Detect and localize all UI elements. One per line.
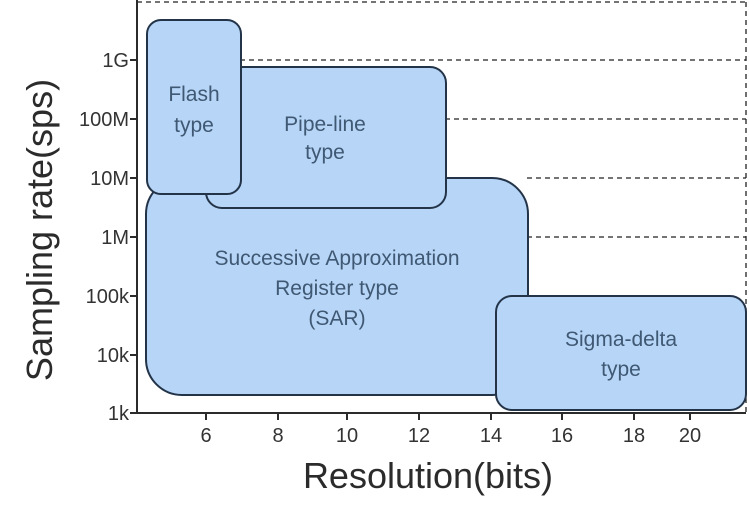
region-sar: Successive Approximation Register type (… <box>145 177 529 396</box>
x-tick-marks <box>205 413 691 420</box>
region-flash: Flash type <box>146 19 242 195</box>
region-sigma-delta: Sigma-delta type <box>495 295 747 411</box>
grid-lines <box>137 1 747 412</box>
y-tick-label: 100k <box>86 286 130 308</box>
y-tick-labels: 1G 100M 10M 1M 100k 10k 1k <box>79 50 130 425</box>
region-sar-label-line3: (SAR) <box>308 307 365 330</box>
x-tick-label: 12 <box>408 425 430 447</box>
region-sigma-box <box>495 295 747 411</box>
region-pipeline-label-line1: Pipe-line <box>284 113 366 136</box>
y-tick-label: 10M <box>90 168 129 190</box>
x-tick-label: 18 <box>623 425 645 447</box>
region-pipeline-label-line2: type <box>305 141 345 164</box>
region-sar-label-line1: Successive Approximation <box>214 247 459 270</box>
region-flash-label-line2: type <box>174 114 214 137</box>
x-tick-label: 20 <box>679 425 701 447</box>
x-tick-label: 6 <box>200 425 211 447</box>
y-tick-label: 1k <box>108 403 130 425</box>
y-axis-title: Sampling rate(sps) <box>19 79 60 381</box>
x-axis-title: Resolution(bits) <box>303 455 553 496</box>
region-flash-label-line1: Flash <box>168 83 219 106</box>
x-tick-label: 8 <box>272 425 283 447</box>
region-sar-label-line2: Register type <box>275 277 399 300</box>
y-tick-label: 10k <box>97 345 130 367</box>
region-sigma-label-line1: Sigma-delta <box>565 328 677 351</box>
y-tick-marks <box>130 59 137 414</box>
x-tick-label: 14 <box>480 425 502 447</box>
y-tick-label: 1M <box>101 227 129 249</box>
x-tick-label: 10 <box>336 425 358 447</box>
region-flash-box <box>146 19 242 195</box>
y-tick-label: 1G <box>102 50 129 72</box>
region-pipeline: Pipe-line type <box>205 66 447 209</box>
x-tick-label: 16 <box>551 425 573 447</box>
y-tick-label: 100M <box>79 109 129 131</box>
x-tick-labels: 6 8 10 12 14 16 18 20 <box>200 425 701 447</box>
region-sigma-label-line2: type <box>601 358 641 381</box>
